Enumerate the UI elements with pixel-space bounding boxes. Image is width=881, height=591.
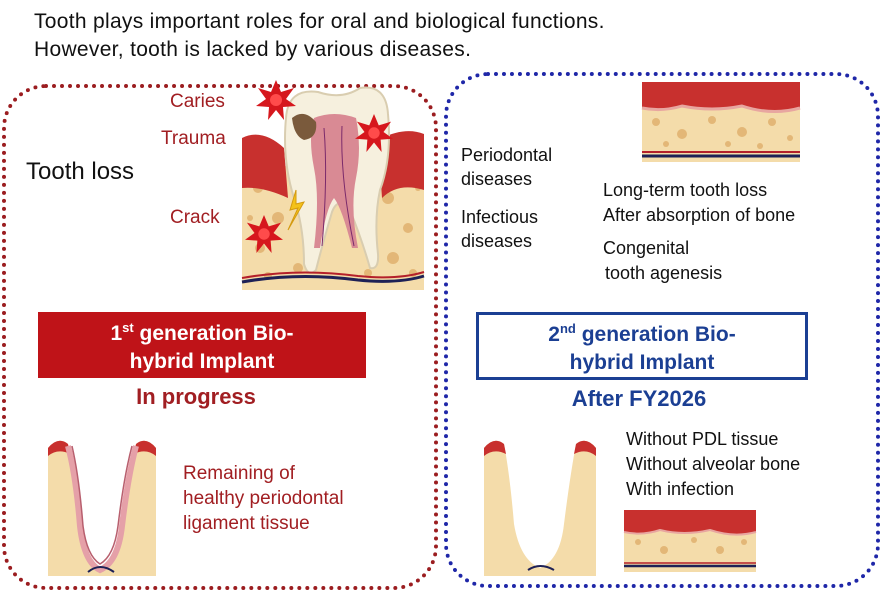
gen1-ordinal-suffix: st <box>122 320 134 335</box>
gen1-ordinal: 1 <box>110 322 123 345</box>
socket-with-pdl-illustration <box>48 440 156 576</box>
periodontal-diseases-text: Periodontal diseases <box>461 143 552 191</box>
cause-caries: Caries <box>170 91 225 112</box>
second-generation-title-line-1: 2nd generation Bio- <box>479 315 805 349</box>
socket-without-pdl-illustration <box>484 440 596 576</box>
congenital-agenesis-text: Congenital tooth agenesis <box>603 236 722 286</box>
gen2-title-rest: generation Bio- <box>575 323 736 346</box>
long-term-line-1: Long-term tooth loss <box>603 180 768 200</box>
lacking-conditions-text: Without PDL tissue Without alveolar bone… <box>626 427 800 502</box>
caries-burst-icon <box>256 80 296 120</box>
second-generation-panel <box>444 72 880 588</box>
remaining-pdl-text: Remaining of healthy periodontal ligamen… <box>183 461 344 536</box>
congenital-line-2: tooth agenesis <box>605 263 723 283</box>
remaining-line-1: Remaining of <box>183 463 295 484</box>
second-generation-title-line-2: hybrid Implant <box>569 351 715 374</box>
remaining-line-2: healthy periodontal <box>183 488 344 509</box>
status-in-progress: In progress <box>136 384 256 409</box>
periodontal-line-1: Periodontal <box>461 145 553 165</box>
infectious-line-1: Infectious <box>461 207 539 227</box>
first-generation-panel <box>2 84 438 590</box>
second-generation-box: 2nd generation Bio- hybrid Implant <box>476 312 808 380</box>
intro-line-1: Tooth plays important roles for oral and… <box>34 10 605 33</box>
intro-line-2: However, tooth is lacked by various dise… <box>34 38 472 61</box>
infectious-line-2: diseases <box>461 231 533 251</box>
gen2-ordinal: 2 <box>548 323 560 346</box>
tooth-loss-label: Tooth loss <box>26 158 135 185</box>
lacking-line-3: With infection <box>626 479 735 499</box>
crack-burst-icon <box>245 215 283 253</box>
lacking-line-1: Without PDL tissue <box>626 429 779 449</box>
bone-cross-section-bottom-illustration <box>623 510 757 572</box>
cause-trauma: Trauma <box>161 128 226 149</box>
remaining-line-3: ligament tissue <box>183 513 310 534</box>
long-term-line-2: After absorption of bone <box>603 205 796 225</box>
bone-cross-section-top-illustration <box>641 82 801 162</box>
damaged-tooth-illustration <box>241 86 425 290</box>
cause-crack: Crack <box>170 207 220 228</box>
trauma-burst-icon <box>355 114 393 152</box>
lacking-line-2: Without alveolar bone <box>626 454 801 474</box>
congenital-line-1: Congenital <box>603 238 690 258</box>
status-after-fy2026: After FY2026 <box>571 386 707 411</box>
first-generation-box: 1st generation Bio- hybrid Implant <box>38 312 366 378</box>
periodontal-line-2: diseases <box>461 169 533 189</box>
first-generation-title-line-1: 1st generation Bio- <box>38 314 366 348</box>
gen2-ordinal-suffix: nd <box>559 321 576 336</box>
gen1-title-rest: generation Bio- <box>133 322 294 345</box>
infectious-diseases-text: Infectious diseases <box>461 205 538 253</box>
first-generation-title-line-2: hybrid Implant <box>129 350 275 373</box>
long-term-loss-text: Long-term tooth loss After absorption of… <box>603 178 795 228</box>
